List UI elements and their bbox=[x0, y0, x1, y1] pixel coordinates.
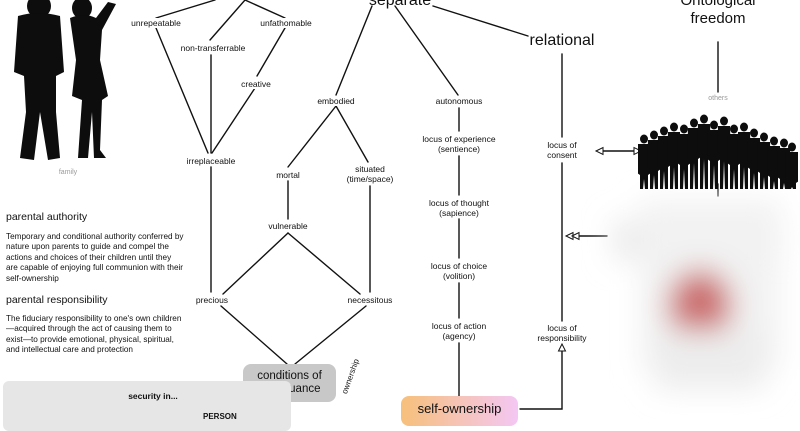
node-locus-responsibility: locus of responsibility bbox=[528, 323, 596, 343]
self-ownership-label: self-ownership bbox=[417, 401, 502, 416]
node-locus-action: locus of action (agency) bbox=[418, 321, 500, 341]
ontological-freedom-label: Ontological freedom bbox=[680, 0, 756, 27]
node-embodied: embodied bbox=[308, 96, 364, 106]
node-unfathomable: unfathomable bbox=[250, 18, 322, 28]
self-ownership-box: self-ownership bbox=[401, 396, 518, 426]
parental-responsibility-body: The fiduciary responsibility to one's ow… bbox=[6, 314, 182, 355]
node-non-transferrable: non-transferrable bbox=[168, 43, 258, 53]
couple-silhouette-icon bbox=[14, 0, 116, 160]
node-precious: precious bbox=[188, 295, 236, 305]
node-mortal: mortal bbox=[266, 170, 310, 180]
person-label: PERSON bbox=[203, 412, 237, 421]
parental-authority-body: Temporary and conditional authority conf… bbox=[6, 232, 184, 283]
parental-responsibility-heading: parental responsibility bbox=[6, 294, 108, 306]
node-locus-choice: locus of choice (volition) bbox=[418, 261, 500, 281]
node-locus-thought: locus of thought (sapience) bbox=[416, 198, 502, 218]
blurred-person-image bbox=[612, 200, 782, 390]
connector-lines bbox=[155, 0, 782, 410]
security-label: security in... bbox=[128, 391, 178, 401]
relational-label: relational bbox=[529, 32, 595, 49]
separate-label: separate bbox=[368, 0, 432, 9]
node-locus-experience: locus of experience (sentience) bbox=[412, 134, 506, 154]
node-vulnerable: vulnerable bbox=[258, 221, 318, 231]
crowd-silhouette-icon bbox=[638, 114, 798, 189]
parental-authority-heading: parental authority bbox=[6, 211, 88, 223]
node-irreplaceable: irreplaceable bbox=[178, 156, 244, 166]
node-locus-consent: locus of consent bbox=[536, 140, 588, 160]
others-caption: others bbox=[708, 95, 728, 102]
node-autonomous: autonomous bbox=[426, 96, 492, 106]
node-situated: situated (time/space) bbox=[336, 164, 404, 184]
node-necessitous: necessitous bbox=[336, 295, 404, 305]
security-panel: security in... PERSON bbox=[3, 381, 291, 431]
node-unrepeatable: unrepeatable bbox=[118, 18, 194, 28]
family-caption: family bbox=[58, 169, 78, 176]
node-creative: creative bbox=[232, 79, 280, 89]
